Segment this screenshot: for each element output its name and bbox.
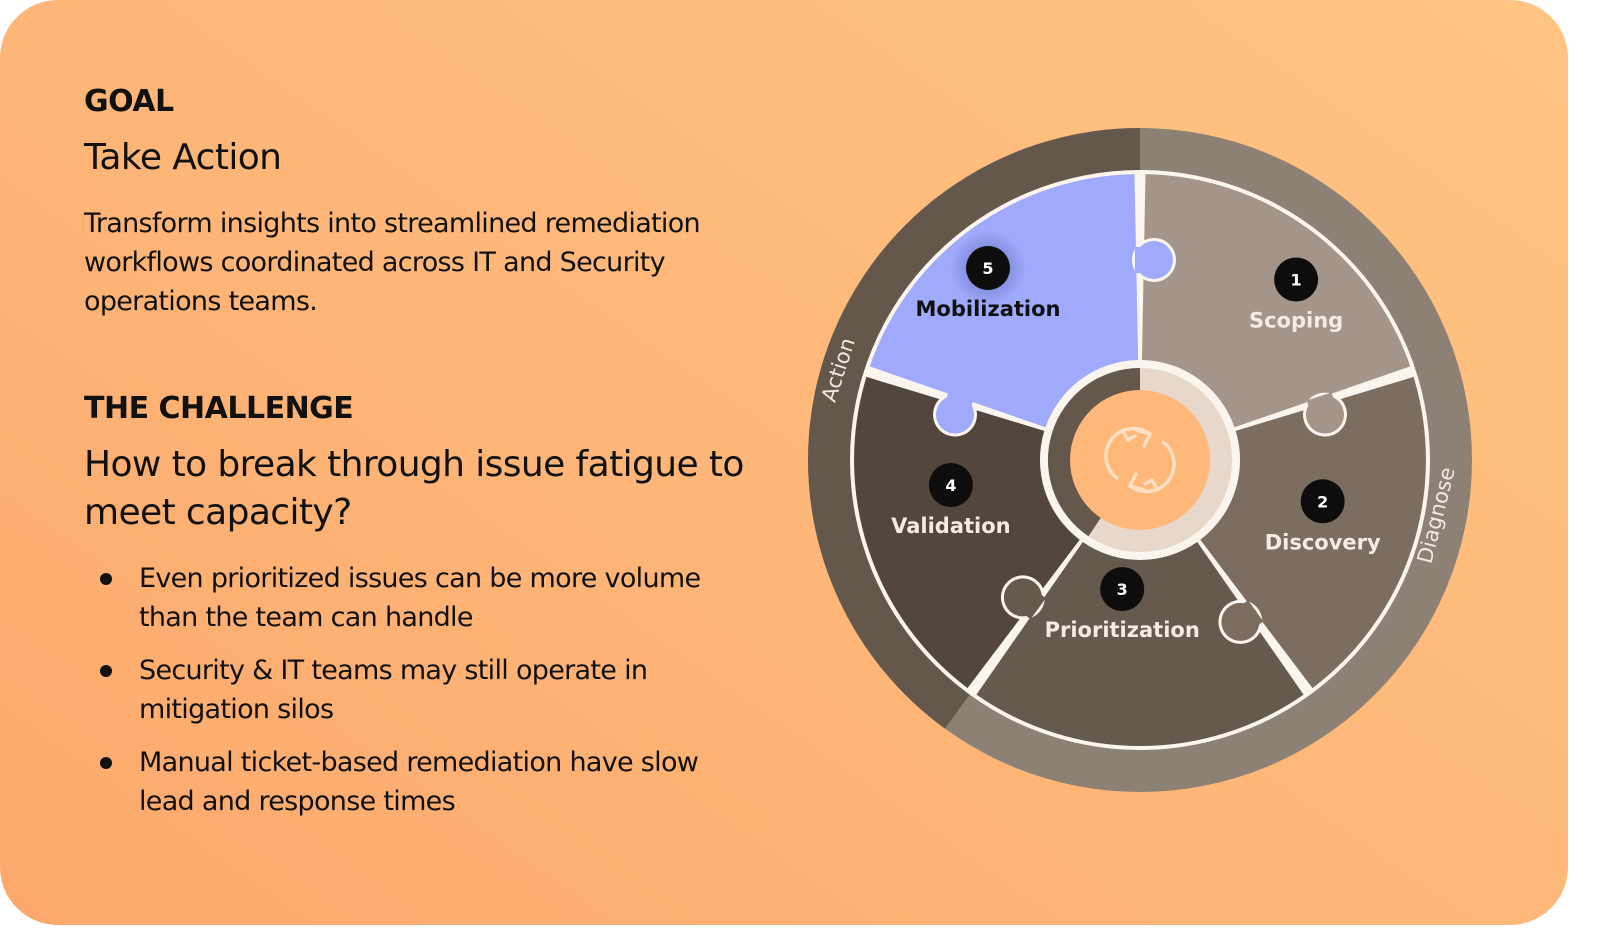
number-text: 5 (982, 259, 993, 278)
stage-label: Scoping (1249, 309, 1343, 333)
cycle-diagram: Action Diagnose (808, 128, 1472, 792)
puzzle-tab-bridge (945, 384, 976, 411)
number-badge (1274, 257, 1319, 302)
number-badge (1300, 479, 1345, 524)
puzzle-tabs (933, 238, 1347, 644)
bullet-text: Manual ticket-based remediation have slo… (139, 747, 699, 817)
bullet-item: Security & IT teams may still operate in… (84, 651, 724, 729)
stage-label: Validation (891, 514, 1011, 538)
bullet-text: Security & IT teams may still operate in… (139, 655, 648, 725)
puzzle-tab-bridge (1135, 247, 1153, 273)
stage-label: Mobilization (916, 297, 1061, 321)
stage-marker-scoping: 1 Scoping (1249, 257, 1343, 333)
goal-title: Take Action (84, 137, 282, 178)
stage-marker-prioritization: 3 Prioritization (1045, 567, 1200, 642)
challenge-question: How to break through issue fatigue to me… (84, 444, 744, 533)
challenge-bullet-list: Even prioritized issues can be more volu… (84, 559, 724, 821)
puzzle-tab-bridge (1233, 600, 1264, 632)
challenge-kicker: THE CHALLENGE (84, 391, 354, 426)
number-badge (966, 246, 1010, 290)
puzzle-tab-bridge (1016, 587, 1046, 620)
stage-label: Discovery (1265, 530, 1381, 554)
bullet-item: Manual ticket-based remediation have slo… (84, 743, 724, 821)
goal-description: Transform insights into streamlined reme… (84, 208, 701, 317)
stage-marker-discovery: 2 Discovery (1265, 479, 1381, 554)
stage-marker-validation: 4 Validation (891, 463, 1011, 538)
bullet-dot (100, 573, 112, 585)
card: GOAL Take Action Transform insights into… (0, 0, 1568, 925)
puzzle-tab-bridge (1306, 392, 1338, 418)
stage-label: Prioritization (1045, 618, 1200, 642)
goal-kicker: GOAL (84, 84, 174, 119)
bullet-item: Even prioritized issues can be more volu… (84, 559, 724, 637)
number-text: 2 (1317, 492, 1328, 511)
number-text: 4 (945, 476, 956, 495)
refresh-cycle-icon (1104, 426, 1176, 494)
stage-segment-scoping[interactable] (1141, 174, 1411, 428)
number-badge (1100, 567, 1145, 612)
hub-center (1070, 390, 1210, 530)
number-text: 1 (1291, 271, 1302, 290)
text-panel: GOAL Take Action Transform insights into… (84, 84, 764, 835)
bullet-dot (100, 757, 112, 769)
number-badge (928, 463, 973, 508)
stage-segment-prioritization[interactable] (976, 542, 1304, 747)
stage-marker-mobilization: 5 Mobilization (916, 246, 1061, 321)
bullet-text: Even prioritized issues can be more volu… (139, 563, 701, 633)
stage-markers: 1 Scoping 2 Discovery 3 Prioritization 4… (891, 230, 1381, 642)
number-text: 3 (1117, 580, 1128, 599)
bullet-dot (100, 665, 112, 677)
